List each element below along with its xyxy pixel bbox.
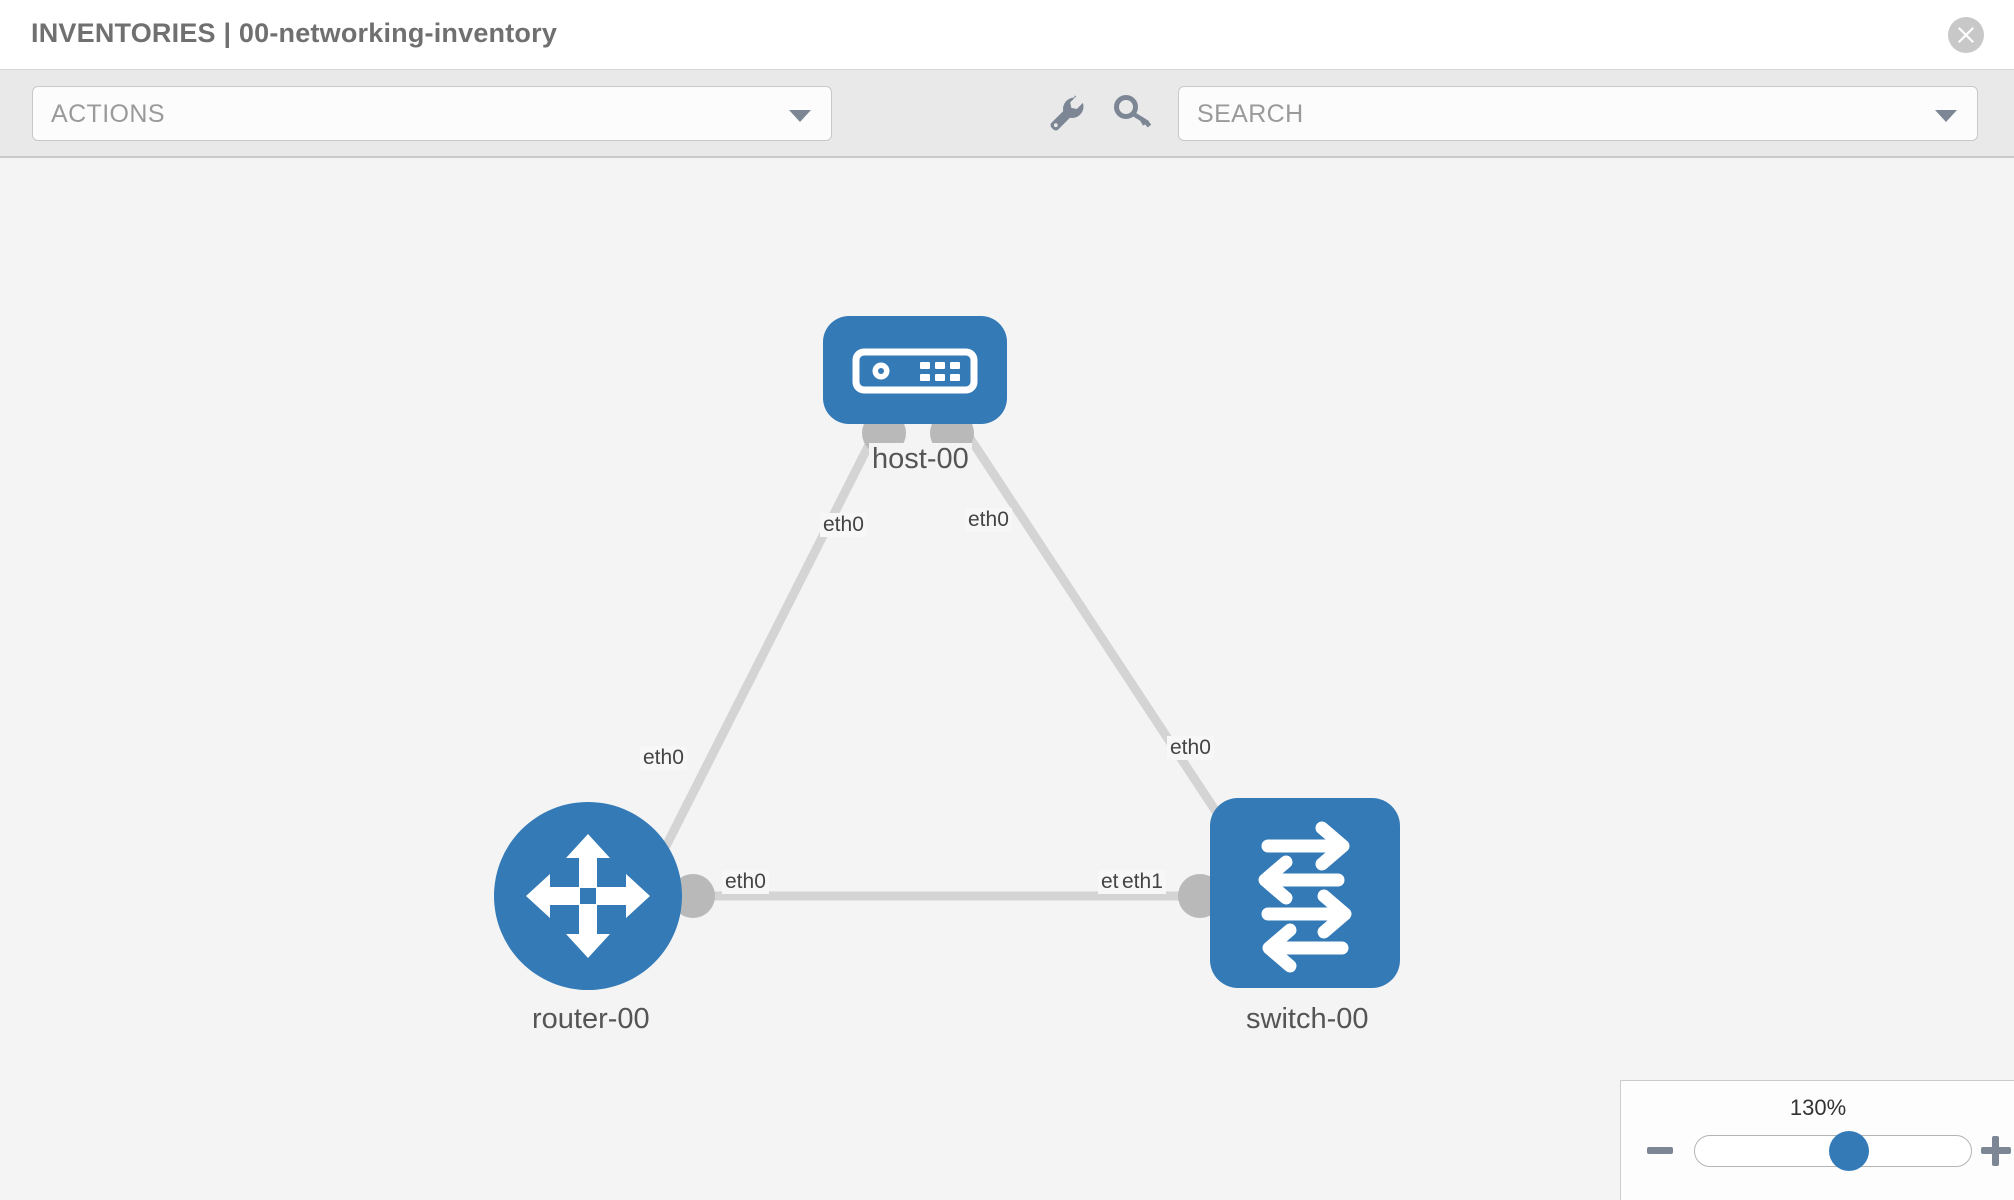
node-router-00[interactable] [494, 802, 682, 990]
topology-links-layer [655, 411, 1254, 918]
actions-dropdown[interactable]: ACTIONS [32, 86, 832, 141]
link-lines [655, 420, 1244, 901]
page-header: INVENTORIES | 00-networking-inventory [0, 0, 2014, 70]
search-placeholder: SEARCH [1197, 100, 1304, 128]
server-icon [852, 348, 978, 394]
connector-router-right [671, 874, 715, 918]
zoom-slider-thumb[interactable] [1829, 1131, 1869, 1171]
actions-dropdown-label: ACTIONS [51, 100, 165, 128]
chevron-down-icon [1935, 110, 1957, 122]
zoom-control-panel: 130% [1620, 1080, 2014, 1200]
router-arrows-icon [526, 834, 650, 958]
key-icon[interactable] [1112, 92, 1154, 134]
zoom-level-value: 130% [1789, 1095, 1847, 1120]
minus-icon[interactable] [1647, 1147, 1673, 1154]
search-input[interactable]: SEARCH [1178, 86, 1978, 141]
node-host-00[interactable] [823, 316, 1007, 424]
page-title: INVENTORIES | 00-networking-inventory [31, 18, 558, 48]
switch-arrows-icon [1258, 821, 1352, 973]
chevron-down-icon [789, 110, 811, 122]
wrench-icon[interactable] [1045, 92, 1087, 134]
link-host-router [655, 420, 885, 861]
topology-canvas[interactable]: host-00 router-00 switch-00 eth0 eth0 et… [0, 158, 2014, 1200]
node-switch-00[interactable] [1210, 798, 1400, 988]
link-host-switch [956, 420, 1244, 851]
toolbar: ACTIONS SEARCH [0, 70, 2014, 158]
plus-icon[interactable] [1981, 1136, 2011, 1166]
close-icon[interactable] [1948, 17, 1984, 53]
